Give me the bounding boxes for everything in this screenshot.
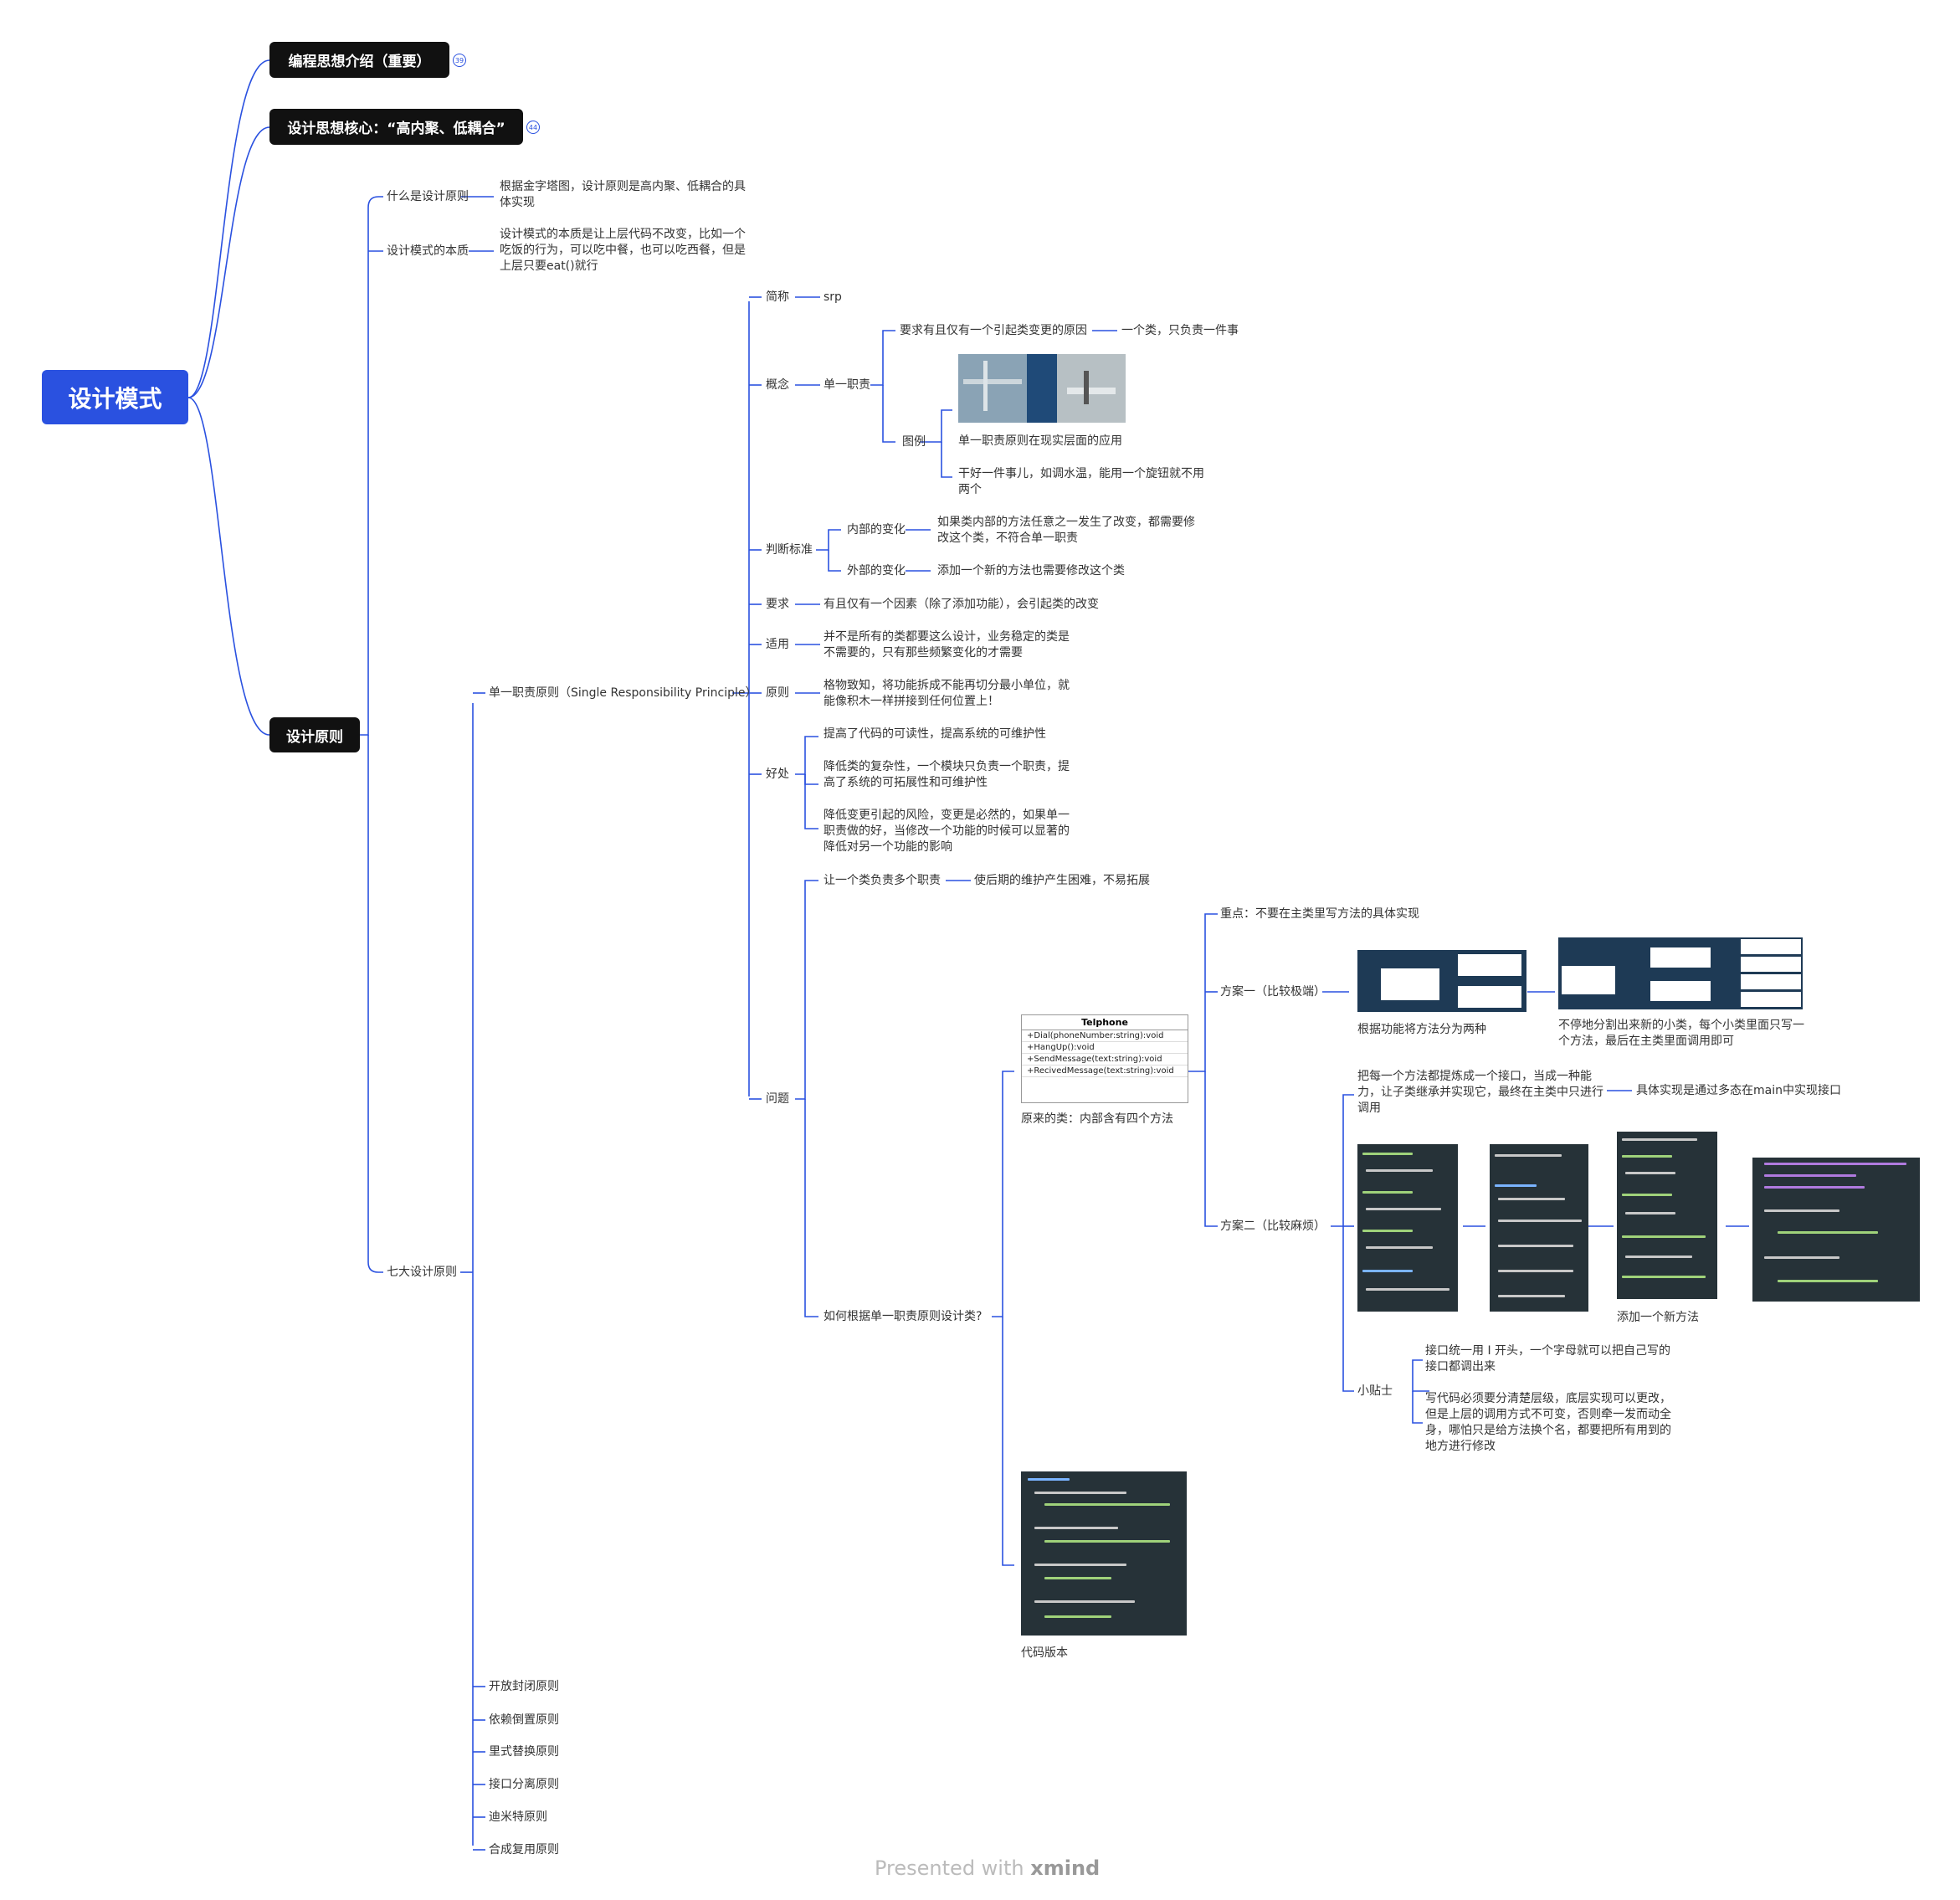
topic-key-point[interactable]: 重点：不要在主类里写方法的具体实现 (1220, 907, 1419, 921)
uml-telphone-class: Telphone +Dial(phoneNumber:string):void … (1021, 1014, 1188, 1103)
topic-interface-segregation[interactable]: 接口分离原则 (489, 1778, 559, 1791)
topic-what-is-principle[interactable]: 什么是设计原则 (387, 190, 469, 203)
uml-method-row: +HangUp():void (1022, 1042, 1188, 1054)
plan-two-code-1 (1357, 1144, 1458, 1312)
topic-concept[interactable]: 概念 (766, 378, 789, 392)
plan-one-diagram-b (1558, 937, 1803, 1009)
topic-benefit-2[interactable]: 降低类的复杂性，一个模块只负责一个职责，提高了系统的可拓展性和可维护性 (824, 760, 1070, 789)
plan-one-diagram-a (1357, 950, 1526, 1012)
topic-code-caption[interactable]: 代码版本 (1021, 1646, 1068, 1660)
topic-composite-reuse[interactable]: 合成复用原则 (489, 1843, 559, 1856)
topic-external-change[interactable]: 外部的变化 (847, 564, 906, 578)
topic-internal-change[interactable]: 内部的变化 (847, 523, 906, 537)
root-topic[interactable]: 设计模式 (42, 370, 188, 424)
topic-requirement[interactable]: 要求 (766, 598, 789, 611)
topic-abbr[interactable]: 简称 (766, 290, 789, 304)
topic-pattern-essence[interactable]: 设计模式的本质 (387, 244, 469, 258)
topic-plan-one[interactable]: 方案一（比较极端） (1220, 985, 1326, 999)
topic-open-closed[interactable]: 开放封闭原则 (489, 1680, 559, 1693)
faucet-photo (958, 354, 1126, 423)
topic-seven-principles[interactable]: 七大设计原则 (387, 1266, 457, 1279)
topic-orig-class-caption[interactable]: 原来的类：内部含有四个方法 (1021, 1112, 1173, 1126)
topic-principle[interactable]: 原则 (766, 686, 789, 700)
topic-concept-requirement-child[interactable]: 一个类，只负责一件事 (1121, 324, 1239, 337)
topic-benefit-1[interactable]: 提高了代码的可读性，提高系统的可维护性 (824, 727, 1046, 741)
link-badge-icon[interactable]: 39 (453, 54, 466, 67)
topic-srp[interactable]: 单一职责原则（Single Responsibility Principle） (489, 686, 757, 700)
topic-external-change-text[interactable]: 添加一个新的方法也需要修改这个类 (937, 564, 1125, 578)
topic-tip-2[interactable]: 写代码必须要分清楚层级，底层实现可以更改，但是上层的调用方式不可变，否则牵一发而… (1425, 1392, 1671, 1453)
topic-benefit-3[interactable]: 降低变更引起的风险，变更是必然的，如果单一职责做的好，当修改一个功能的时候可以显… (824, 809, 1070, 854)
topic-requirement-text[interactable]: 有且仅有一个因素（除了添加功能），会引起类的改变 (824, 598, 1099, 611)
topic-dependency-inversion[interactable]: 依赖倒置原则 (489, 1713, 559, 1727)
topic-design-principles[interactable]: 设计原则 (269, 717, 360, 752)
topic-design-core[interactable]: 设计思想核心：“高内聚、低耦合” (269, 109, 523, 145)
topic-figure-note[interactable]: 干好一件事儿，如调水温，能用一个旋钮就不用两个 (958, 467, 1204, 496)
code-screenshot (1021, 1471, 1187, 1636)
plan-two-code-3 (1617, 1132, 1717, 1299)
footer-watermark: Presented with xmind (875, 1856, 1100, 1880)
topic-internal-change-text[interactable]: 如果类内部的方法任意之一发生了改变，都需要修改这个类，不符合单一职责 (937, 516, 1195, 545)
uml-class-title: Telphone (1022, 1015, 1188, 1030)
topic-plan-one-caption-b[interactable]: 不停地分割出来新的小类，每个小类里面只写一个方法，最后在主类里面调用即可 (1558, 1019, 1804, 1048)
topic-problem[interactable]: 问题 (766, 1092, 789, 1106)
footer-prefix: Presented with (875, 1856, 1031, 1880)
topic-liskov[interactable]: 里式替换原则 (489, 1745, 559, 1759)
plan-two-code-2 (1490, 1144, 1588, 1312)
topic-applicable-text[interactable]: 并不是所有的类都要这么设计，业务稳定的类是不需要的，只有那些频繁变化的才需要 (824, 630, 1070, 660)
topic-plan-one-caption-a[interactable]: 根据功能将方法分为两种 (1357, 1023, 1486, 1036)
link-badge-icon[interactable]: 44 (526, 121, 540, 134)
topic-single-responsibility[interactable]: 单一职责 (824, 378, 870, 392)
uml-method-row: +Dial(phoneNumber:string):void (1022, 1030, 1188, 1042)
topic-applicable[interactable]: 适用 (766, 638, 789, 651)
xmind-logo: xmind (1030, 1856, 1101, 1880)
topic-figure[interactable]: 图例 (902, 435, 926, 449)
topic-plan-two-impl[interactable]: 具体实现是通过多态在main中实现接口 (1636, 1084, 1841, 1097)
topic-demeter[interactable]: 迪米特原则 (489, 1810, 547, 1824)
topic-plan-two-text[interactable]: 把每一个方法都提炼成一个接口，当成一种能力，让子类继承并实现它，最终在主类中只进… (1357, 1070, 1603, 1115)
topic-plan-two-caption[interactable]: 添加一个新方法 (1617, 1311, 1699, 1324)
topic-tips[interactable]: 小贴士 (1357, 1384, 1393, 1398)
topic-abbr-value[interactable]: srp (824, 290, 842, 304)
topic-multi-responsibility[interactable]: 让一个类负责多个职责 (824, 874, 941, 887)
topic-programming-intro[interactable]: 编程思想介绍（重要） (269, 42, 449, 78)
topic-figure-caption[interactable]: 单一职责原则在现实层面的应用 (958, 434, 1122, 448)
topic-principle-text[interactable]: 格物致知，将功能拆成不能再切分最小单位，就能像积木一样拼接到任何位置上！ (824, 679, 1070, 708)
topic-pattern-essence-text[interactable]: 设计模式的本质是让上层代码不改变，比如一个吃饭的行为，可以吃中餐，也可以吃西餐，… (500, 228, 746, 273)
topic-concept-requirement[interactable]: 要求有且仅有一个引起类变更的原因 (900, 324, 1087, 337)
plan-two-code-4 (1752, 1158, 1920, 1302)
topic-tip-1[interactable]: 接口统一用 I 开头，一个字母就可以把自己写的接口都调出来 (1425, 1344, 1671, 1374)
topic-benefits[interactable]: 好处 (766, 768, 789, 781)
uml-method-row: +SendMessage(text:string):void (1022, 1054, 1188, 1066)
topic-criteria[interactable]: 判断标准 (766, 543, 813, 557)
uml-method-row: +RecivedMessage(text:string):void (1022, 1066, 1188, 1077)
topic-how-to-design[interactable]: 如何根据单一职责原则设计类? (824, 1310, 983, 1323)
topic-plan-two[interactable]: 方案二（比较麻烦） (1220, 1220, 1326, 1233)
topic-multi-responsibility-child[interactable]: 使后期的维护产生困难，不易拓展 (974, 874, 1150, 887)
topic-what-is-principle-text[interactable]: 根据金字塔图，设计原则是高内聚、低耦合的具体实现 (500, 180, 746, 209)
